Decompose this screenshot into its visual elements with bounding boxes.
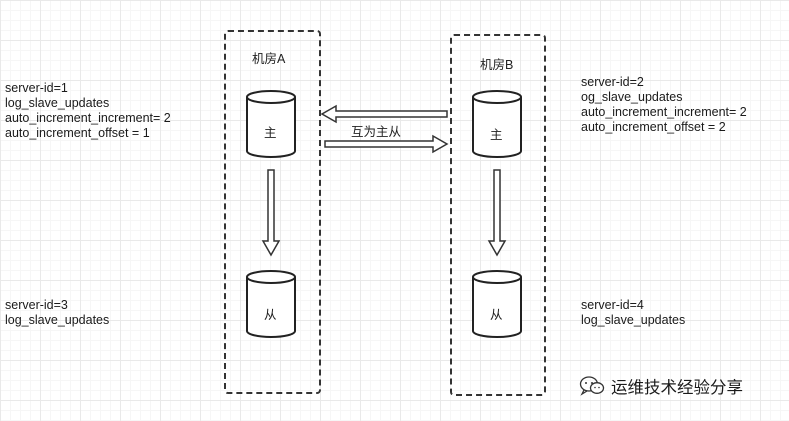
config-line: log_slave_updates — [581, 313, 686, 327]
config-line: auto_increment_offset = 1 — [5, 126, 150, 140]
config-line: server-id=3 — [5, 298, 68, 312]
slave-b-config: server-id=4 log_slave_updates — [581, 298, 685, 328]
replication-arrow-a-icon — [261, 169, 281, 257]
slave-a-database-icon — [246, 270, 296, 338]
config-line: server-id=1 — [5, 81, 68, 95]
wechat-icon — [579, 376, 605, 396]
master-b-label: 主 — [490, 128, 503, 142]
config-line: log_slave_updates — [5, 96, 110, 110]
slave-a-label: 从 — [264, 308, 277, 322]
watermark-text: 运维技术经验分享 — [611, 379, 743, 397]
arrow-right-icon — [324, 134, 449, 154]
room-b-container — [450, 34, 546, 396]
master-a-database-icon — [246, 90, 296, 158]
master-a-label: 主 — [264, 126, 277, 140]
watermark: 运维技术经验分享 — [579, 374, 743, 398]
slave-b-label: 从 — [490, 308, 503, 322]
config-line: server-id=4 — [581, 298, 644, 312]
arrow-left-icon — [320, 104, 448, 124]
master-a-config: server-id=1 log_slave_updates auto_incre… — [5, 81, 171, 141]
room-a-title: 机房A — [252, 52, 286, 66]
master-b-database-icon — [472, 90, 522, 158]
config-line: auto_increment_increment= 2 — [5, 111, 171, 125]
config-line: og_slave_updates — [581, 90, 683, 104]
config-line: log_slave_updates — [5, 313, 110, 327]
room-b-title: 机房B — [480, 58, 514, 72]
config-line: server-id=2 — [581, 75, 644, 89]
replication-arrow-b-icon — [487, 169, 507, 257]
mutual-master-label: 互为主从 — [351, 125, 402, 139]
config-line: auto_increment_offset = 2 — [581, 120, 726, 134]
slave-a-config: server-id=3 log_slave_updates — [5, 298, 109, 328]
config-line: auto_increment_increment= 2 — [581, 105, 747, 119]
room-a-container — [224, 30, 321, 394]
master-b-config: server-id=2 og_slave_updates auto_increm… — [581, 75, 747, 135]
slave-b-database-icon — [472, 270, 522, 338]
